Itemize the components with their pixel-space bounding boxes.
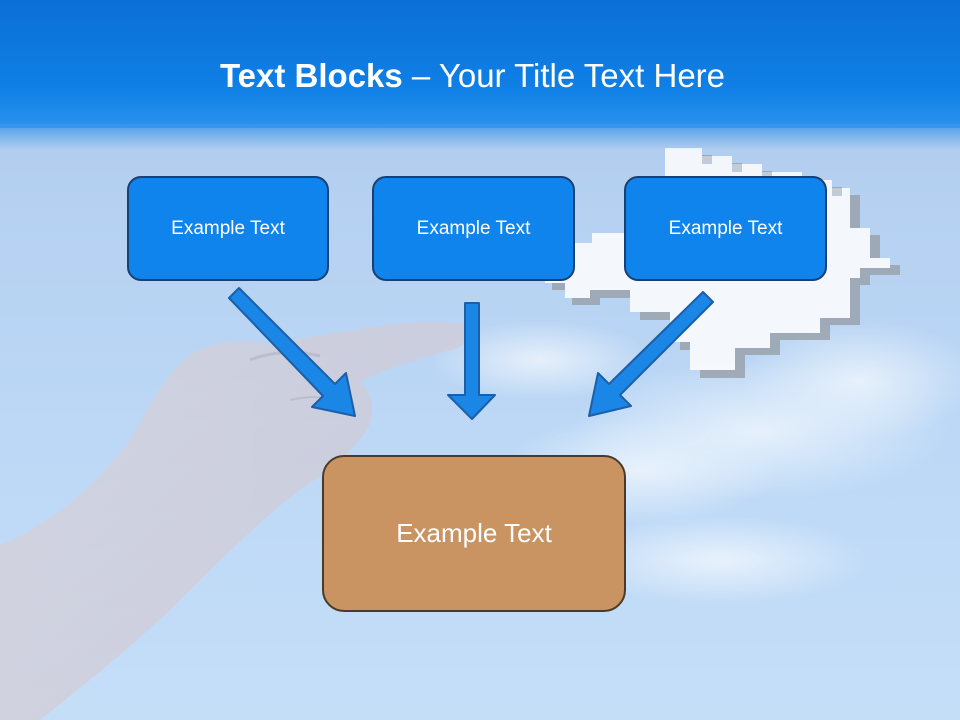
header-band [0, 0, 960, 128]
header-fade [0, 124, 960, 150]
text-block-1-label: Example Text [171, 217, 285, 239]
text-block-3-label: Example Text [668, 217, 783, 239]
title-rest-part: – Your Title Text Here [402, 57, 726, 94]
text-block-1[interactable]: Example Text [127, 176, 329, 281]
arrow-left-icon [228, 287, 356, 417]
slide-title: Text Blocks – Your Title Text Here [0, 56, 945, 96]
arrow-middle-icon [447, 302, 496, 420]
title-bold-part: Text Blocks [219, 57, 403, 94]
text-block-2[interactable]: Example Text [372, 176, 575, 281]
cloud-shape [430, 320, 960, 605]
text-block-3[interactable]: Example Text [624, 176, 827, 281]
result-block-label: Example Text [396, 518, 552, 548]
text-block-2-label: Example Text [416, 217, 531, 239]
arrow-right-icon [588, 291, 714, 417]
result-block[interactable]: Example Text [322, 455, 626, 612]
